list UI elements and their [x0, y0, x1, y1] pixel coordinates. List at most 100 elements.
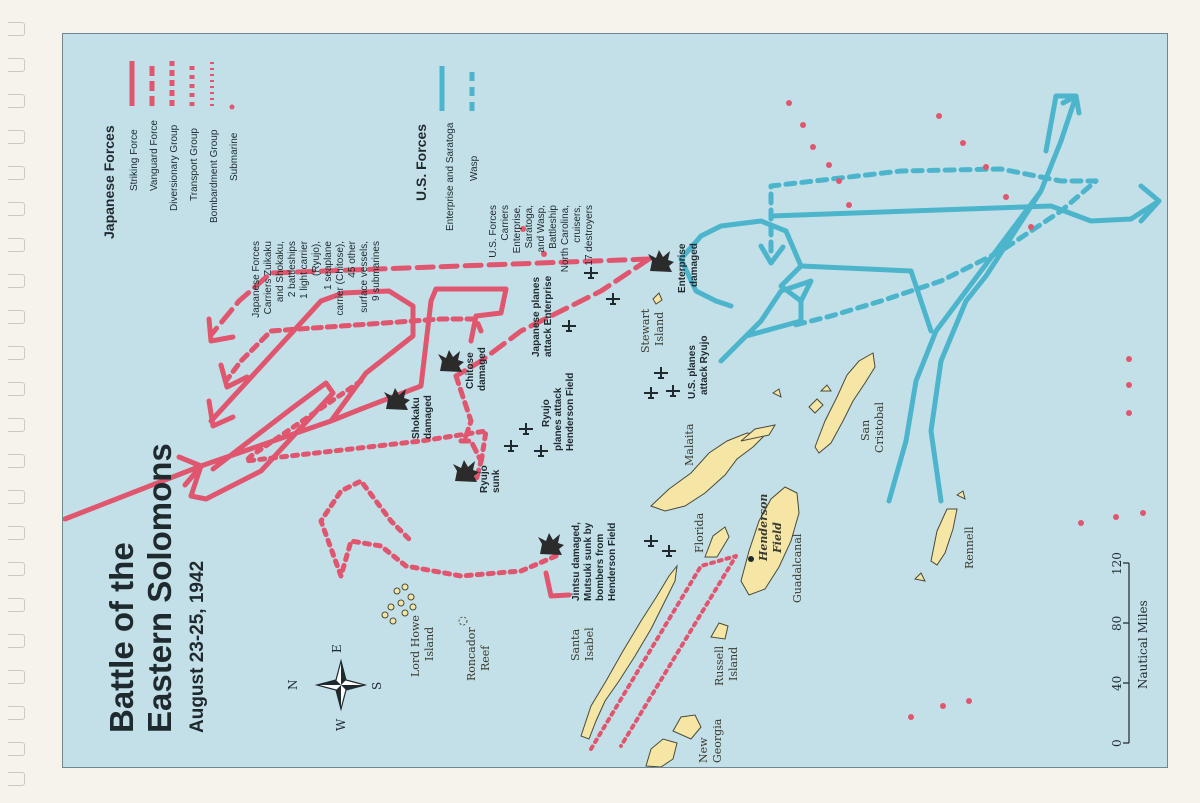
- svg-text:Japanese Forces: Japanese Forces: [251, 241, 262, 318]
- islands: [580, 292, 966, 767]
- scale-tick-40: 40: [1110, 676, 1124, 691]
- map-title-line1: Battle of the: [103, 542, 140, 733]
- binding-ring: [8, 562, 25, 576]
- enterprise-saratoga-track: [678, 93, 1162, 504]
- legend-striking-force: Striking Force: [129, 61, 140, 191]
- plane-icon: [518, 422, 534, 436]
- binding-ring: [8, 94, 25, 108]
- legend: Japanese Forces Striking Force Vanguard …: [101, 61, 595, 318]
- label-rennell: Rennell: [963, 526, 976, 569]
- scale-label: Nautical Miles: [1136, 600, 1150, 689]
- battle-map: Battle of the Eastern Solomons August 23…: [62, 33, 1168, 768]
- island-rennell-2: [913, 572, 926, 582]
- svg-text:North Carolina,: North Carolina,: [560, 205, 571, 272]
- legend-label: Striking Force: [129, 129, 140, 191]
- plane-icon: [561, 319, 577, 333]
- binding-ring: [8, 202, 25, 216]
- binding-ring: [8, 418, 25, 432]
- label-jintsu-1: Jintsu damaged,: [571, 522, 582, 601]
- legend-enterprise-saratoga: Enterprise and Saratoga: [439, 66, 456, 231]
- striking-force-track: [63, 286, 509, 522]
- japanese-tracks: [63, 256, 738, 751]
- label-shokaku-2: damaged: [423, 395, 434, 439]
- plane-icon: [665, 384, 681, 398]
- svg-text:Enterprise,: Enterprise,: [512, 205, 523, 253]
- label-florida: Florida: [693, 512, 706, 553]
- scale-bar: [1123, 562, 1130, 744]
- island-stewart: [652, 292, 663, 305]
- island-small-1: [808, 398, 824, 414]
- binding-ring: [8, 670, 25, 684]
- binding-ring: [8, 310, 25, 324]
- island-malaita-north: [740, 424, 777, 442]
- label-ryujo-2: sunk: [491, 469, 502, 493]
- binding-ring: [8, 526, 25, 540]
- svg-text:1 light carrier: 1 light carrier: [299, 240, 310, 298]
- label-us-planes-1: U.S. planes: [687, 345, 698, 399]
- label-henderson-2: Field: [771, 522, 784, 554]
- plane-icon: [503, 439, 519, 453]
- label-roncador-1: Roncador: [465, 627, 478, 681]
- label-jintsu-4: Henderson Field: [607, 523, 618, 601]
- plane-icon: [533, 444, 549, 458]
- label-guadalcanal: Guadalcanal: [791, 533, 804, 603]
- label-shokaku-1: Shokaku: [411, 397, 422, 439]
- roncador-reef: [458, 616, 468, 626]
- jintsu-blast-icon: [538, 533, 564, 555]
- svg-text:2 battleships: 2 battleships: [287, 241, 298, 297]
- legend-label: Vanguard Force: [149, 120, 160, 191]
- legend-japanese-note: Japanese Forces Carriers Zuikaku and Sho…: [251, 240, 382, 317]
- label-chitose-2: damaged: [477, 347, 488, 391]
- plane-icon: [605, 292, 621, 306]
- compass-west: W: [334, 718, 348, 731]
- label-jp-planes-1: Japanese planes: [531, 277, 542, 357]
- label-enterprise-1: Enterprise: [677, 243, 688, 293]
- vanguard-force-track: [208, 256, 652, 379]
- island-florida: [704, 526, 730, 558]
- label-russell-2: Island: [727, 647, 740, 681]
- legend-swatch: [229, 104, 235, 110]
- legend-bombardment-group: Bombardment Group: [209, 61, 220, 223]
- binding-ring: [8, 634, 25, 648]
- island-rennell-3: [956, 490, 966, 500]
- binding-ring: [8, 772, 25, 786]
- compass-rose: N E S W: [286, 644, 384, 731]
- label-stewart-1: Stewart: [639, 308, 652, 353]
- label-roncador-2: Reef: [479, 645, 492, 671]
- binding-ring: [8, 58, 25, 72]
- plane-icon: [661, 544, 677, 558]
- ryujo-blast-icon: [453, 460, 479, 482]
- label-jintsu-3: bombers from: [595, 534, 606, 601]
- label-san-cristobal-2: Cristobal: [873, 402, 886, 453]
- label-santa-isabel-2: Isabel: [583, 627, 596, 661]
- legend-label: Transport Group: [189, 128, 200, 201]
- svg-text:9 submarines: 9 submarines: [371, 241, 382, 301]
- map-title-line2: Eastern Solomons: [141, 443, 178, 733]
- label-ryujo-1: Ryujo: [479, 465, 490, 493]
- binding-ring: [8, 706, 25, 720]
- us-tracks: [678, 93, 1162, 504]
- island-russell: [710, 622, 729, 640]
- svg-text:Battleship: Battleship: [548, 205, 559, 249]
- label-new-georgia-1: New: [697, 737, 710, 763]
- binding-ring: [8, 346, 25, 360]
- svg-text:carrier (Chitose),: carrier (Chitose),: [335, 241, 346, 315]
- label-ryujo-planes-3: Henderson Field: [565, 373, 576, 451]
- binding-ring: [8, 598, 25, 612]
- map-subtitle: August 23-25, 1942: [187, 561, 208, 733]
- map-canvas: Battle of the Eastern Solomons August 23…: [63, 61, 1162, 767]
- label-ryujo-planes-1: Ryujo: [541, 399, 552, 427]
- plane-icon: [643, 386, 659, 400]
- legend-label: Bombardment Group: [209, 129, 220, 223]
- svg-text:Saratoga,: Saratoga,: [524, 205, 535, 248]
- legend-submarine: Submarine: [229, 104, 240, 181]
- binding-ring: [8, 166, 25, 180]
- label-santa-isabel-1: Santa: [569, 628, 582, 661]
- binding-ring: [8, 454, 25, 468]
- legend-label: Enterprise and Saratoga: [445, 122, 456, 231]
- island-new-georgia-2: [672, 714, 702, 740]
- island-santa-isabel: [580, 564, 678, 740]
- label-henderson-1: Henderson: [757, 494, 770, 562]
- legend-wasp: Wasp: [469, 66, 480, 181]
- label-ryujo-planes-2: planes attack: [553, 387, 564, 451]
